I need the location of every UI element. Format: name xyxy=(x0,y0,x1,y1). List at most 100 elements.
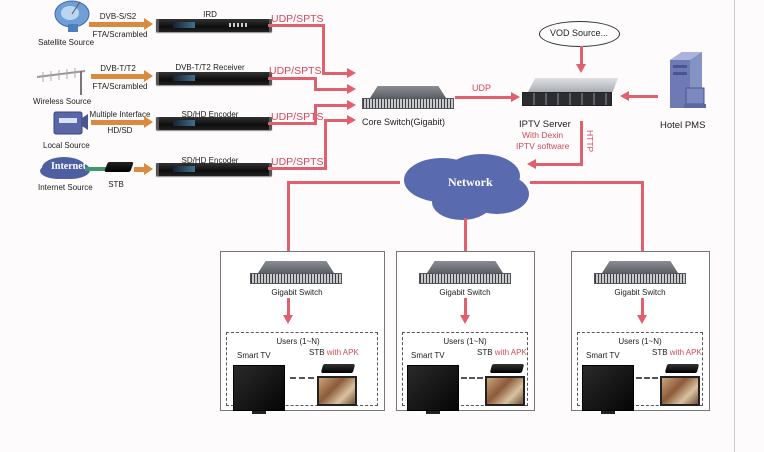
link-line xyxy=(287,298,290,316)
link-line xyxy=(324,119,348,122)
input-arrow xyxy=(134,163,153,175)
iptv-server-sub1: With Dexin xyxy=(522,130,564,140)
page-divider xyxy=(734,0,735,452)
link-line xyxy=(314,77,317,90)
ird-device xyxy=(156,19,272,32)
signal-label-bottom: HD/SD xyxy=(107,126,133,135)
input-arrow xyxy=(91,70,153,82)
arrow-right-icon xyxy=(511,92,520,102)
link-line xyxy=(455,96,513,99)
link-line xyxy=(641,181,644,257)
link-line xyxy=(580,121,583,166)
arrow-down-icon xyxy=(283,315,293,324)
wireless-source-label: Wireless Source xyxy=(33,97,92,106)
link-line xyxy=(464,298,467,316)
tv-with-stb-icon xyxy=(317,376,357,406)
signal-label-bottom: FTA/Scrambled xyxy=(92,30,148,39)
device-label: DVB-T/T2 Receiver xyxy=(175,63,245,72)
stb-label: STB with APK xyxy=(652,348,702,357)
users-box xyxy=(577,332,703,406)
stb-label: STB with APK xyxy=(477,348,527,357)
users-label: Users (1~N) xyxy=(443,337,487,346)
link-line xyxy=(268,24,324,27)
smart-tv-icon xyxy=(233,365,285,414)
internet-cloud-icon xyxy=(42,157,86,179)
internet-source-label: Internet Source xyxy=(38,183,93,192)
smart-tv-label: Smart TV xyxy=(586,351,620,360)
link-line xyxy=(464,218,467,257)
input-arrow xyxy=(91,116,153,128)
hotel-pms-computer-icon xyxy=(670,52,706,108)
link-line xyxy=(287,181,290,257)
iptv-server-label: IPTV Server xyxy=(519,119,571,130)
arrow-right-icon xyxy=(347,100,356,110)
iptv-server-icon xyxy=(522,78,618,106)
link-line xyxy=(268,77,316,80)
arrow-left-icon xyxy=(620,91,629,101)
core-switch-label: Core Switch(Gigabit) xyxy=(362,117,446,127)
link-line xyxy=(580,46,583,65)
stb-label: STB with APK xyxy=(309,348,359,357)
udp-spts-label: UDP/SPTS xyxy=(271,13,324,25)
users-box xyxy=(402,332,528,406)
vod-source-label: VOD Source... xyxy=(549,28,609,38)
gigabit-switch-icon xyxy=(594,261,686,284)
gigabit-switch-label: Gigabit Switch xyxy=(439,288,491,297)
arrow-down-icon xyxy=(576,64,586,73)
stb-device-icon xyxy=(104,162,134,172)
device-label: SD/HD Encoder xyxy=(181,110,239,119)
arrow-right-icon xyxy=(347,115,356,125)
vod-source-node xyxy=(539,21,620,47)
http-label: HTTP xyxy=(585,130,595,153)
satellite-source-label: Satellite Source xyxy=(38,38,95,47)
encoder-device xyxy=(156,117,272,130)
tv-with-stb-icon xyxy=(485,376,525,406)
gigabit-switch-icon xyxy=(250,261,342,284)
link-line xyxy=(535,163,583,166)
internet-cloud-label: Internet xyxy=(51,161,86,172)
antenna-icon xyxy=(36,68,86,95)
signal-label-top: DVB-T/T2 xyxy=(100,64,136,73)
device-label: IRD xyxy=(203,10,217,19)
udp-label: UDP xyxy=(472,83,492,93)
smart-tv-label: Smart TV xyxy=(237,351,271,360)
gigabit-switch-label: Gigabit Switch xyxy=(271,288,323,297)
udp-spts-label: UDP/SPTS xyxy=(271,156,324,168)
link-line xyxy=(314,88,348,91)
input-arrow xyxy=(89,18,153,30)
receiver-device xyxy=(156,72,272,85)
dashed-link xyxy=(461,377,483,379)
smart-tv-icon xyxy=(407,365,459,414)
arrow-down-icon xyxy=(460,315,470,324)
link-line xyxy=(268,122,316,125)
link-line xyxy=(628,95,658,98)
users-label: Users (1~N) xyxy=(276,337,320,346)
user-group: Gigabit Switch Users (1~N) Smart TV STB … xyxy=(396,251,535,414)
iptv-server-sub2: IPTV software xyxy=(516,141,570,151)
dashed-link xyxy=(636,377,658,379)
link-line xyxy=(314,104,317,125)
link-line xyxy=(268,167,326,170)
satellite-dish-icon xyxy=(54,0,90,32)
link-line xyxy=(289,181,400,184)
link-line xyxy=(322,24,325,74)
stb-icon xyxy=(489,364,525,373)
smart-tv-label: Smart TV xyxy=(411,351,445,360)
arrow-right-icon xyxy=(347,84,356,94)
network-label: Network xyxy=(448,175,493,189)
stb-icon xyxy=(320,364,356,373)
stb-label: STB xyxy=(108,180,124,189)
user-group: Gigabit Switch Users (1~N) Smart TV STB … xyxy=(220,251,385,414)
hotel-pms-label: Hotel PMS xyxy=(660,120,706,131)
gigabit-switch-label: Gigabit Switch xyxy=(614,288,666,297)
encoder-device xyxy=(156,163,272,176)
arrow-down-icon xyxy=(637,315,647,324)
udp-spts-label: UDP/SPTS xyxy=(269,65,322,77)
link-line xyxy=(530,181,644,184)
network-cloud-icon xyxy=(404,154,529,220)
local-source-label: Local Source xyxy=(43,141,90,150)
arrow-right-icon xyxy=(347,68,356,78)
camera-icon xyxy=(53,111,88,135)
internet-link-line xyxy=(85,167,109,171)
tv-with-stb-icon xyxy=(660,376,700,406)
